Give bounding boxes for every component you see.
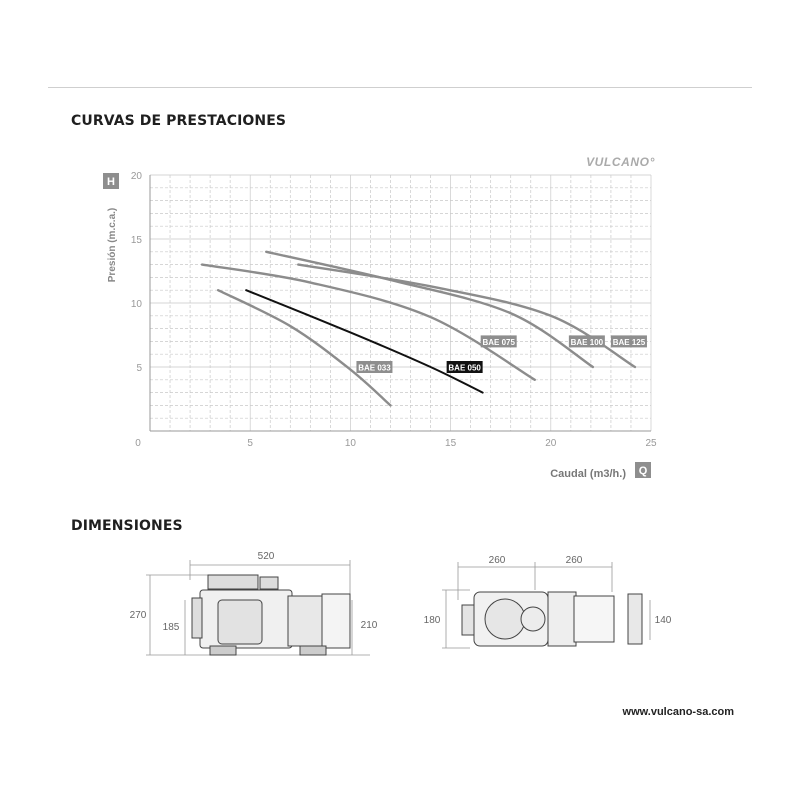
side-height-dim: 270: [130, 610, 147, 621]
y-tick-label: 5: [136, 363, 142, 374]
chart-axes: [149, 175, 651, 432]
label-box-bae-033: [356, 361, 393, 373]
dimensions-title: DIMENSIONES: [71, 518, 183, 534]
label-box-bae-075: [480, 335, 517, 348]
curve-labels: BAE 033 BAE 050 BAE 075 BAE 100 BAE 125: [356, 335, 647, 373]
top-view-drawing: [442, 562, 651, 649]
h-badge: H: [107, 176, 115, 188]
curve-bae-033: [216, 289, 392, 407]
y-tick-label: 20: [131, 171, 143, 182]
x-tick-label: 0: [135, 438, 141, 449]
label-bae-100: BAE 100: [571, 338, 604, 347]
y-tick-label: 10: [131, 299, 143, 310]
website-link[interactable]: www.vulcano-sa.com: [622, 706, 734, 718]
x-axis-label: Caudal (m3/h.): [550, 468, 626, 480]
side-motor-dim: 210: [361, 620, 378, 631]
chart-grid: [150, 174, 652, 431]
x-tick-label: 25: [645, 438, 657, 449]
h-badge-box: [103, 173, 119, 189]
side-length-dim: 520: [258, 551, 275, 562]
label-box-bae-125: [610, 335, 647, 348]
label-bae-033: BAE 033: [358, 364, 391, 373]
top-base-dim: 140: [655, 615, 672, 626]
q-badge-box: [635, 462, 651, 478]
y-tick-label: 15: [131, 235, 143, 246]
top-divider: [48, 87, 752, 88]
curve-bae-050: [245, 289, 484, 394]
y-tick-labels: 5 10 15 20: [131, 171, 143, 374]
x-tick-label: 20: [545, 438, 557, 449]
y-axis-label: Presión (m.c.a.): [107, 208, 118, 282]
top-right-dim: 260: [566, 555, 583, 566]
label-box-bae-050: [446, 361, 483, 373]
x-tick-labels: 0 5 10 15 20 25: [135, 438, 657, 449]
side-view-drawing: [146, 560, 370, 656]
curve-bae-100: [265, 250, 595, 369]
side-axis-dim: 185: [163, 622, 180, 633]
top-left-dim: 260: [489, 555, 506, 566]
curve-bae-075: [200, 263, 536, 381]
x-tick-label: 5: [247, 438, 253, 449]
label-bae-075: BAE 075: [482, 338, 515, 347]
x-tick-label: 15: [445, 438, 457, 449]
top-depth-dim: 180: [424, 615, 441, 626]
label-bae-050: BAE 050: [448, 364, 481, 373]
performance-curves-title: CURVAS DE PRESTACIONES: [71, 113, 287, 129]
brand-logo: VULCANO°: [586, 155, 655, 169]
label-box-bae-100: [568, 335, 605, 348]
label-bae-125: BAE 125: [613, 338, 646, 347]
x-tick-label: 10: [345, 438, 357, 449]
q-badge: Q: [639, 465, 648, 477]
